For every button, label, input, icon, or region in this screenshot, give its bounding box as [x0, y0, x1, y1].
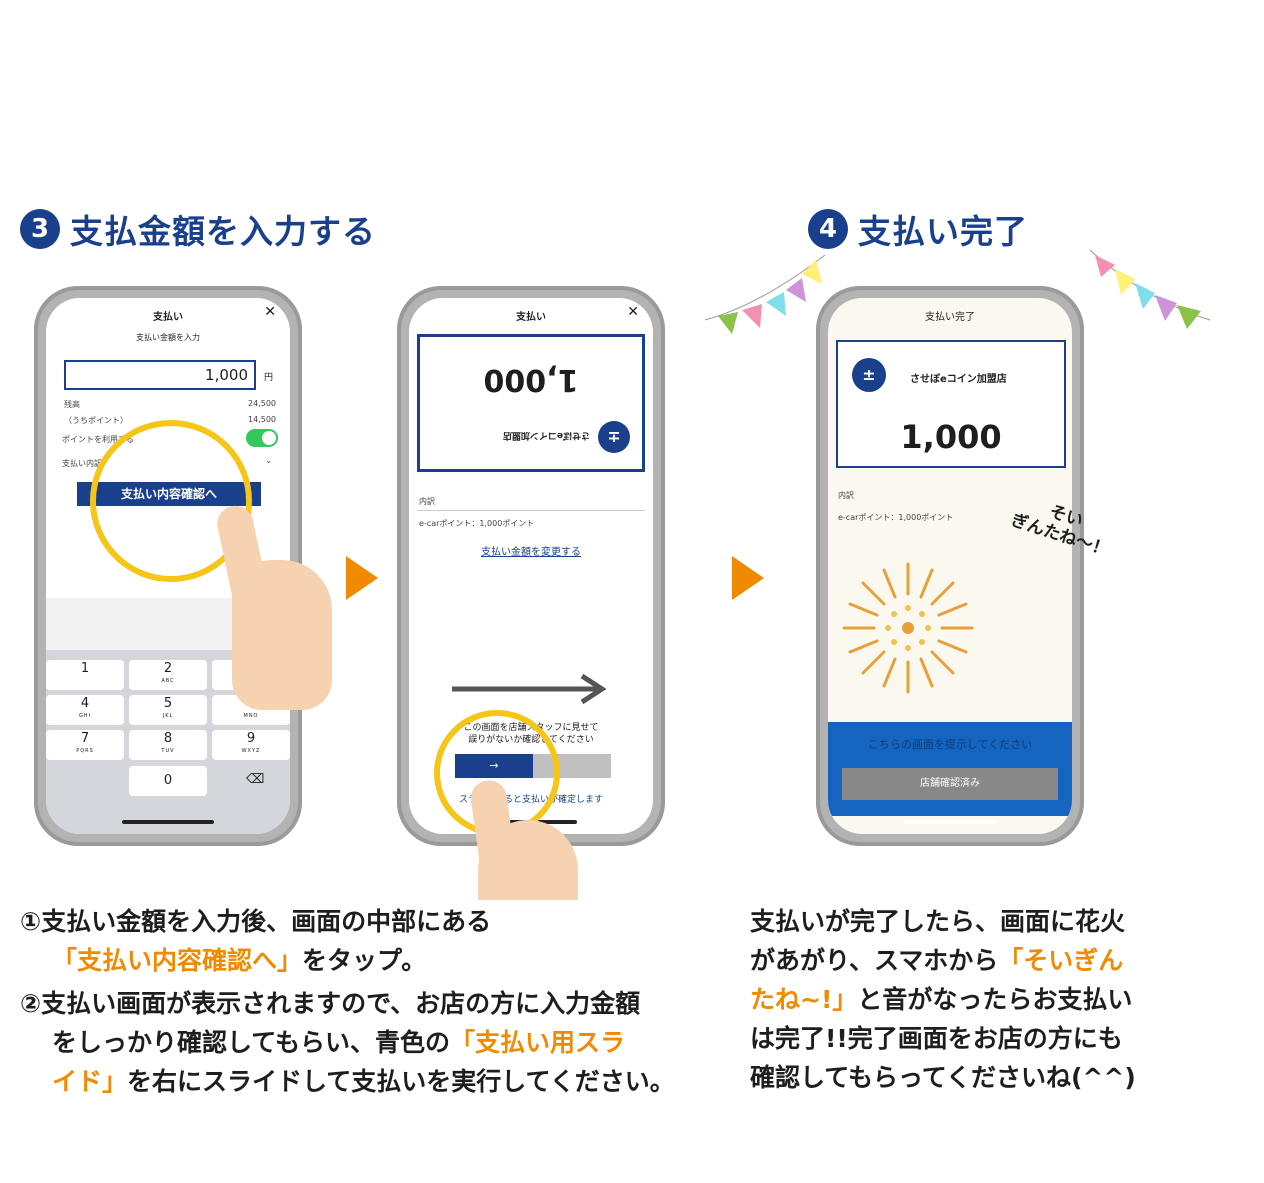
key-0[interactable]: 0: [129, 766, 207, 796]
tap-highlight-circle: [90, 420, 252, 582]
ecoin-logo-icon: ±: [598, 421, 630, 453]
balance-value: 24,500: [248, 399, 276, 408]
breakdown-label: 内訳: [419, 497, 435, 506]
payment-amount: 1,000: [483, 362, 579, 397]
points-value: 14,500: [248, 415, 276, 424]
key-1[interactable]: 1: [46, 660, 124, 690]
bunting-right-decoration: [1089, 249, 1211, 329]
step4-title: 支払い完了: [858, 212, 1028, 251]
points-label: （うちポイント）: [64, 416, 128, 425]
ecoin-logo-icon: ±: [852, 358, 886, 392]
breakdown-label: 支払い内訳: [62, 459, 102, 468]
step3-heading: 3 支払金額を入力する: [20, 205, 376, 253]
phone2-title: 支払い: [516, 312, 546, 323]
left-description: ①支払い金額を入力後、画面の中部にある 「支払い内容確認へ」をタップ。 ②支払い…: [20, 907, 675, 1096]
balance-label: 残高: [64, 400, 80, 409]
next-arrow-icon: [346, 556, 378, 600]
phone1-subtitle: 支払い金額を入力: [136, 333, 200, 342]
yen-unit: 円: [264, 373, 274, 383]
chevron-down-icon[interactable]: ⌄: [265, 456, 272, 465]
phone3-screen: 支払い完了 ± させぼeコイン加盟店 1,000 内訳 e-carポイント：1,…: [828, 298, 1072, 834]
step4-number-badge: 4: [808, 209, 848, 249]
points-detail: e-carポイント：1,000ポイント: [838, 513, 954, 522]
change-amount-link[interactable]: 支払い金額を変更する: [481, 547, 581, 558]
amount-value: 1,000: [205, 366, 248, 384]
use-points-toggle[interactable]: [246, 429, 278, 447]
store-name: させぼeコイン加盟店: [502, 430, 590, 440]
fireworks-decoration: [842, 562, 974, 694]
right-description: 支払いが完了したら、画面に花火 があがり、スマホから「そいぎん たね~!」と音が…: [750, 907, 1136, 1092]
step4-heading: 4 支払い完了: [808, 205, 1028, 253]
store-confirmed-button[interactable]: 店舗確認済み: [842, 768, 1058, 800]
close-icon[interactable]: ✕: [627, 304, 639, 320]
upside-down-amount-card: ± させぼeコイン加盟店 1,000: [417, 334, 645, 472]
breakdown-label: 内訳: [838, 491, 854, 500]
amount-input[interactable]: 1,000: [64, 360, 256, 390]
completed-amount: 1,000: [900, 418, 1002, 456]
slide-direction-arrow-icon: [452, 673, 607, 705]
completed-amount-card: ± させぼeコイン加盟店 1,000: [836, 340, 1066, 468]
backspace-icon[interactable]: ⌫: [246, 772, 265, 787]
phone3-title: 支払い完了: [925, 312, 975, 323]
step3-title: 支払金額を入力する: [70, 212, 376, 251]
bunting-left-decoration: [704, 254, 826, 334]
next-arrow-icon: [732, 556, 764, 600]
hand-illustration: [478, 820, 578, 900]
use-points-label: ポイントを利用する: [62, 435, 134, 444]
present-screen-band: こちらの画面を提示してください 店舗確認済み: [828, 722, 1072, 816]
phone-payment-complete: 支払い完了 ± させぼeコイン加盟店 1,000 内訳 e-carポイント：1,…: [816, 286, 1084, 846]
present-instruction: こちらの画面を提示してください: [867, 738, 1033, 751]
step3-number-badge: 3: [20, 209, 60, 249]
points-detail: e-carポイント：1,000ポイント: [419, 519, 535, 528]
close-icon[interactable]: ✕: [264, 304, 276, 320]
store-name: させぼeコイン加盟店: [910, 374, 1007, 385]
phone1-title: 支払い: [153, 312, 183, 323]
